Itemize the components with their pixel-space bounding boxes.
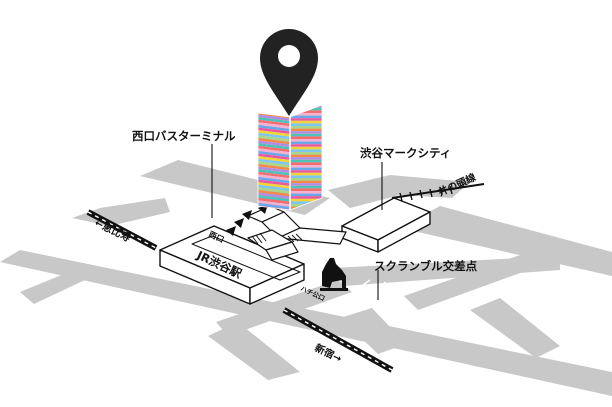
tower-stripe xyxy=(258,142,290,151)
label-scramble-crossing: スクランブル交差点 xyxy=(374,259,478,273)
tower-stripe xyxy=(258,202,290,210)
tower-stripe xyxy=(290,159,322,163)
tower-stripe xyxy=(290,118,322,121)
tower-stripe xyxy=(258,153,290,161)
tower-stripe xyxy=(290,120,322,124)
tower-stripe xyxy=(290,141,322,145)
road-upper-right xyxy=(328,175,470,208)
tower-stripe xyxy=(258,140,290,148)
mark-city-building xyxy=(341,197,431,253)
tower-stripe xyxy=(258,124,290,133)
tower-stripe xyxy=(258,194,290,203)
tower-stripe xyxy=(258,150,290,159)
tower-stripe xyxy=(290,170,322,173)
tower-stripe xyxy=(290,183,322,186)
road-far-right xyxy=(470,298,560,358)
tower-stripe xyxy=(258,155,290,164)
tower-stripe xyxy=(258,181,290,190)
tower-stripe xyxy=(258,189,290,198)
tower-stripe xyxy=(290,146,322,150)
tower-stripe xyxy=(290,157,322,160)
tower-stripe xyxy=(290,180,322,184)
tower-stripe xyxy=(258,176,290,185)
tower-stripe xyxy=(290,133,322,137)
tower-stripe xyxy=(258,171,290,179)
leader-lines xyxy=(211,144,383,300)
tower-stripe xyxy=(290,128,322,132)
tower-stripe xyxy=(290,196,322,199)
walkway-stairs xyxy=(251,232,303,245)
road-upper-left xyxy=(72,198,170,226)
dog-statue-icon xyxy=(320,258,348,291)
tower-stripe xyxy=(258,119,290,127)
tower-stripe xyxy=(258,179,290,187)
tower-stripe xyxy=(290,175,322,178)
tower-stripe xyxy=(290,115,322,119)
tower-stripe xyxy=(258,197,290,205)
tower-stripe xyxy=(258,158,290,166)
tower-stripe xyxy=(258,116,290,125)
tower-stripe xyxy=(290,131,322,134)
road-bottom-right xyxy=(340,308,406,354)
tower-stripe xyxy=(290,113,322,116)
road-left-branch xyxy=(20,264,102,304)
tower-stripe xyxy=(290,152,322,155)
tower-stripe xyxy=(290,201,322,204)
tower-stripe xyxy=(258,137,290,146)
tower-stripe xyxy=(290,136,322,139)
tower-stripe xyxy=(290,198,322,202)
road-lower-right xyxy=(404,248,556,310)
tower-stripe xyxy=(290,126,322,129)
tower-stripe xyxy=(290,144,322,147)
tower-stripe xyxy=(258,160,290,169)
tower-stripe xyxy=(258,184,290,192)
tower-stripe xyxy=(258,132,290,140)
tower-stripe xyxy=(258,127,290,135)
tower-stripe xyxy=(287,214,327,217)
tower-stripe xyxy=(290,149,322,152)
pedestrian-walkways xyxy=(247,205,347,261)
tower-stripe xyxy=(258,163,290,172)
tower-stripe xyxy=(290,123,322,126)
rail-lines xyxy=(86,183,485,373)
tower-stripe xyxy=(290,178,322,181)
location-pin-icon xyxy=(260,29,318,116)
tower-stripe xyxy=(258,134,290,143)
label-to-shinjuku: 新宿→ xyxy=(313,341,344,365)
tower-stripe xyxy=(290,154,322,158)
tower-stripe xyxy=(258,192,290,200)
tower-stripe xyxy=(258,199,290,208)
road-lower-diagonal xyxy=(216,280,352,336)
label-bus-terminal: 西口バスターミナル xyxy=(132,129,236,143)
tower-stripe xyxy=(258,173,290,182)
tower-stripe xyxy=(258,186,290,195)
tower-stripe xyxy=(290,162,322,165)
tower-stripe xyxy=(290,188,322,191)
tower-stripe xyxy=(290,172,322,176)
tower-stripe xyxy=(258,147,290,156)
tower-stripe xyxy=(290,191,322,194)
tower-stripe xyxy=(258,168,290,177)
tower-stripe xyxy=(290,139,322,142)
tower-stripe xyxy=(258,129,290,138)
tower-stripe xyxy=(290,110,322,113)
tower-stripe xyxy=(258,121,290,130)
tower-stripe xyxy=(290,193,322,197)
label-mark-city: 渋谷マークシティ xyxy=(360,146,451,160)
tower-stripe xyxy=(290,167,322,171)
tower-stripe xyxy=(258,166,290,174)
tower-stripe xyxy=(258,114,290,122)
tower-stripe xyxy=(290,165,322,168)
tower-stripe xyxy=(258,145,290,153)
road-bottom-left xyxy=(208,322,300,380)
jr-station-building xyxy=(159,225,305,305)
tower-stripe xyxy=(290,185,322,189)
